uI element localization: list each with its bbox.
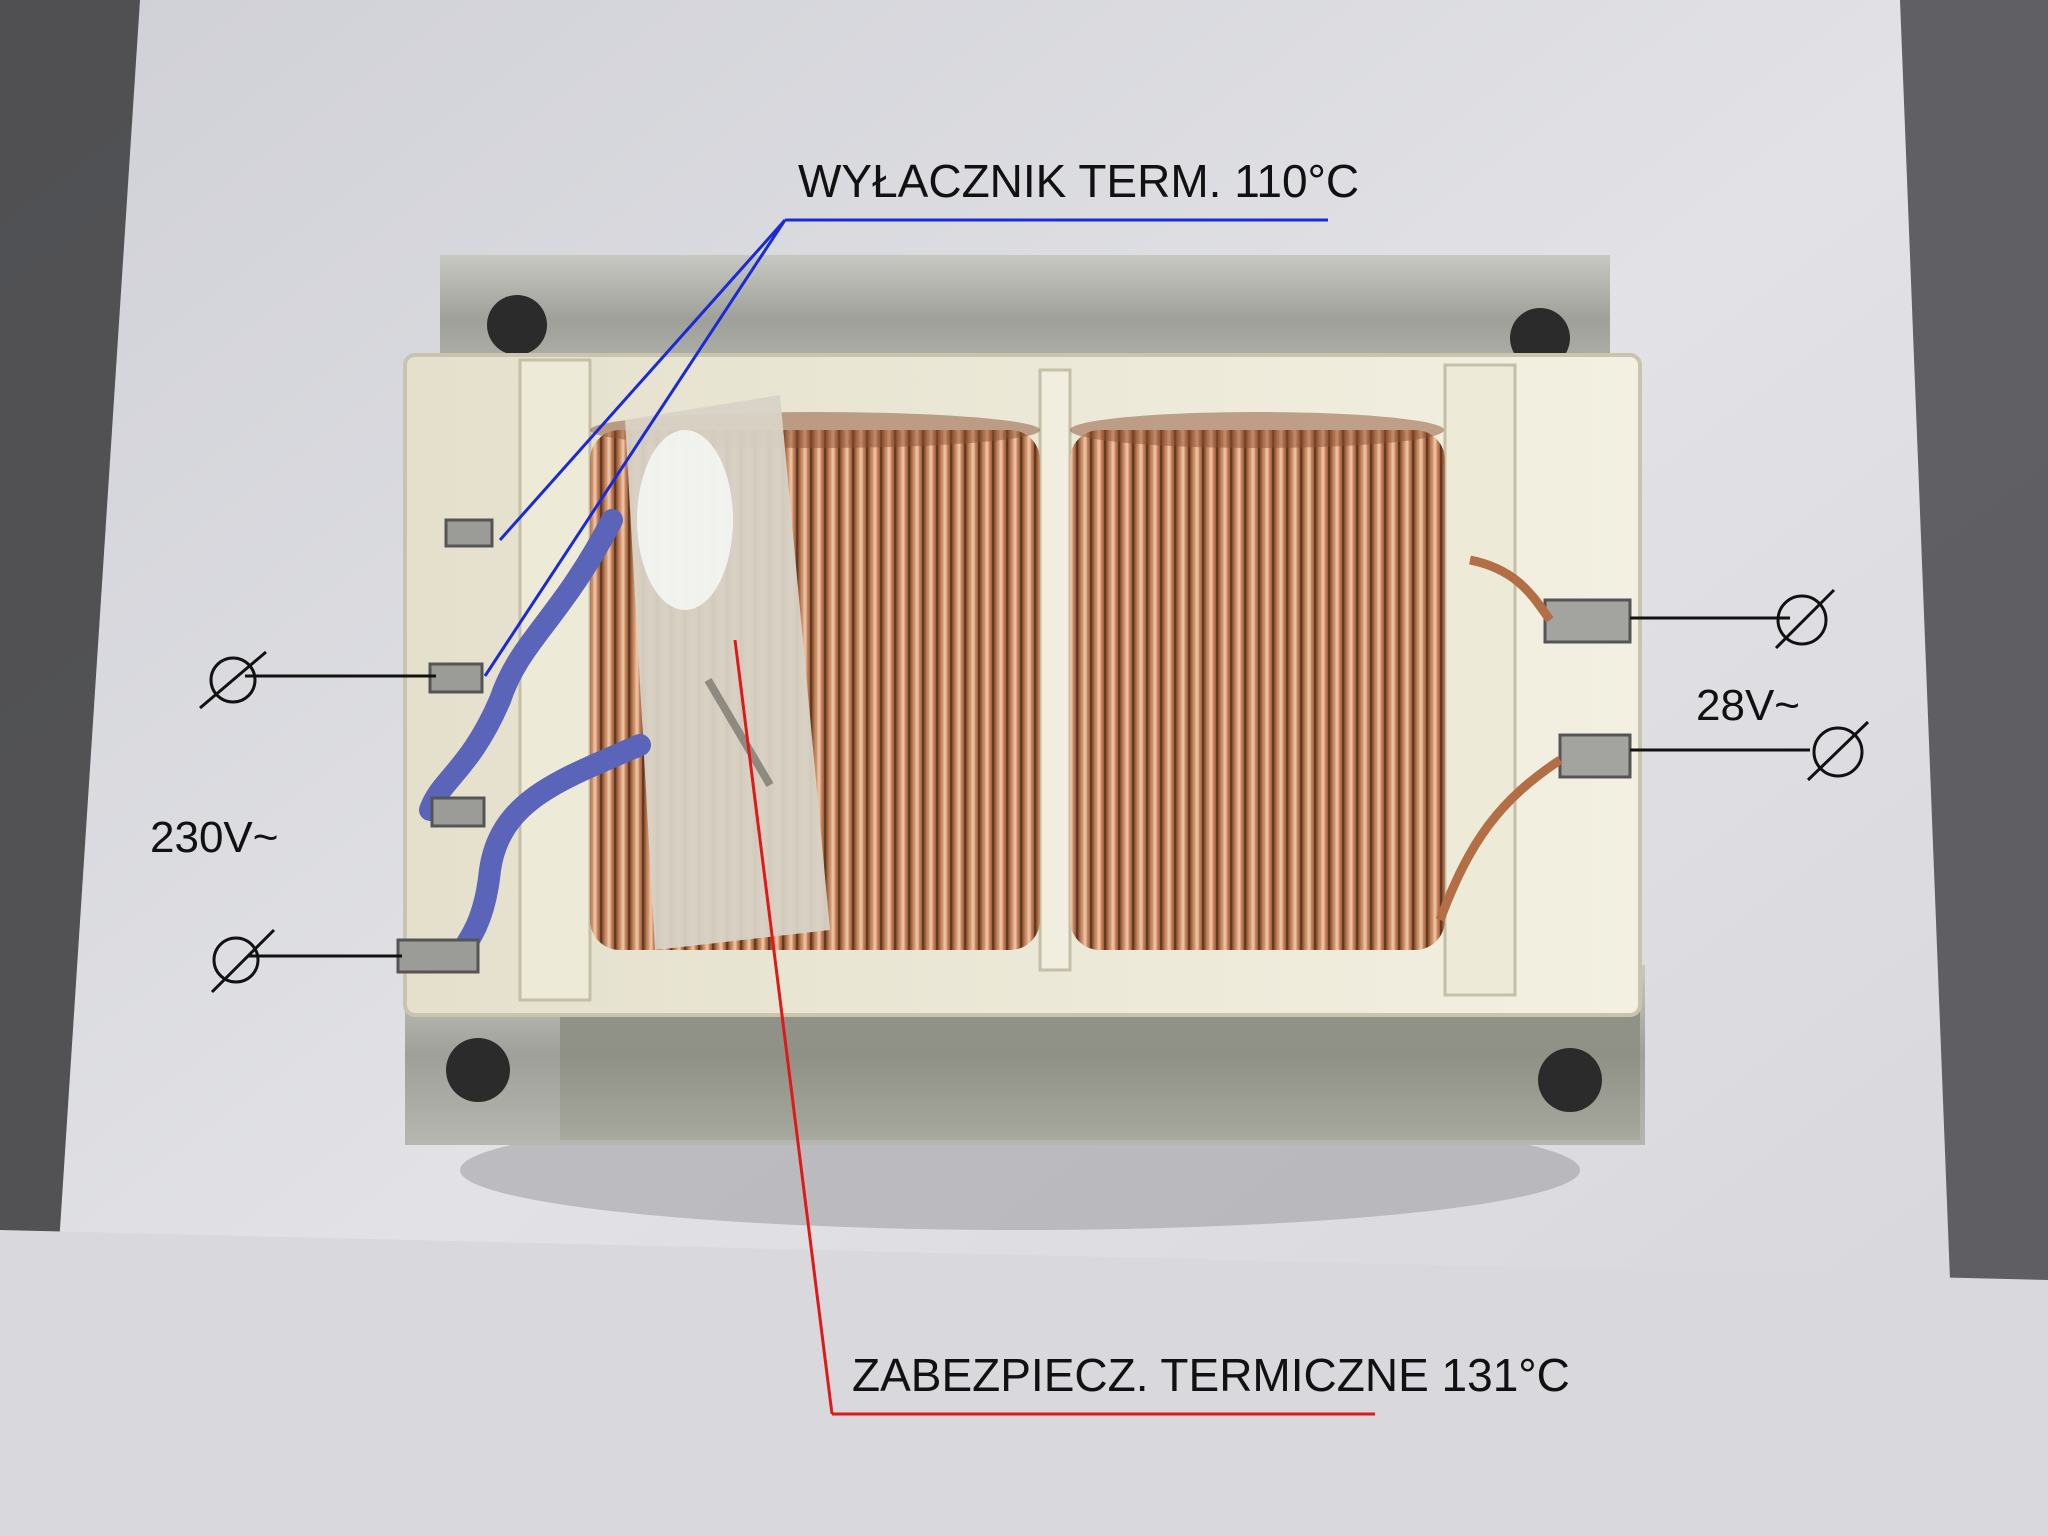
thermal-switch-sensor xyxy=(637,430,733,610)
primary-voltage-label: 230V~ xyxy=(150,813,279,862)
copper-lead xyxy=(1435,756,1563,922)
mounting-hole xyxy=(446,1038,510,1102)
thermal-switch-leader xyxy=(483,218,1328,677)
solder-terminal xyxy=(444,518,494,548)
thermal-fuse-leader xyxy=(733,639,1375,1416)
thermal-switch-label: WYŁACZNIK TERM. 110°C xyxy=(798,155,1360,207)
mounting-hole xyxy=(1538,1048,1602,1112)
secondary-voltage-label: 28V~ xyxy=(1696,681,1800,730)
blue-lead-wire xyxy=(419,509,623,821)
mounting-hole xyxy=(487,295,547,355)
solder-terminal xyxy=(430,796,486,828)
thermal-fuse-element xyxy=(704,677,774,788)
secondary-terminal-symbol xyxy=(1630,588,1836,650)
blue-lead-wire xyxy=(444,734,651,971)
primary-terminal-symbol xyxy=(210,928,402,994)
solder-terminal xyxy=(1558,733,1632,779)
solder-terminal xyxy=(428,662,484,694)
secondary-terminal-symbol xyxy=(1630,720,1870,782)
solder-terminal xyxy=(1543,598,1632,644)
copper-lead xyxy=(1469,555,1554,623)
thermal-fuse-label: ZABEZPIECZ. TERMICZNE 131°C xyxy=(852,1349,1570,1401)
secondary-winding xyxy=(1070,430,1445,950)
primary-terminal-symbol xyxy=(199,650,436,710)
solder-terminal xyxy=(396,938,480,974)
